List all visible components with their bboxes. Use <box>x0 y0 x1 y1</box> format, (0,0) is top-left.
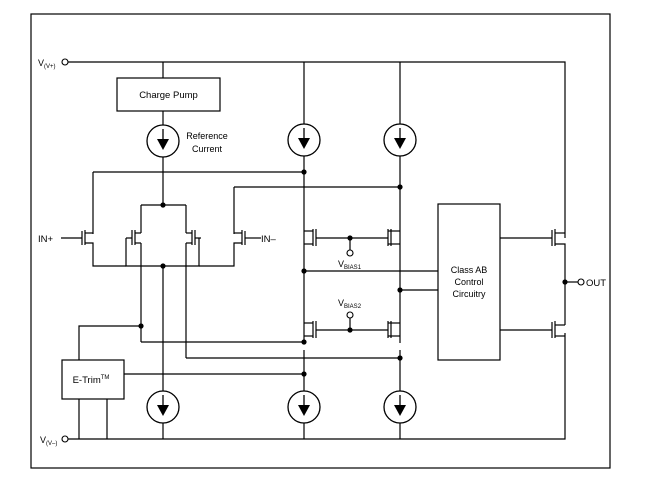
diagram-border <box>30 13 611 469</box>
current-source-top-left-icon <box>287 123 321 157</box>
vplus-label: V(V+) <box>38 58 56 70</box>
upper-cascode <box>304 229 400 257</box>
input-pair <box>125 202 201 391</box>
lower-cascode <box>304 311 400 338</box>
vminus-rail <box>61 333 566 443</box>
vminus-label: V(V–) <box>40 435 57 447</box>
current-source-bottom-2-icon <box>287 390 321 424</box>
etrim-box <box>61 359 125 400</box>
output-label: OUT <box>586 278 606 289</box>
input-minus-transistor <box>199 230 261 267</box>
class-ab-label-1: Class AB <box>451 265 488 275</box>
reference-current-source-icon <box>146 124 180 158</box>
class-ab-control-box <box>437 203 501 361</box>
charge-pump-box <box>116 77 221 112</box>
current-source-top-right-icon <box>383 123 417 157</box>
current-source-bottom-3-icon <box>383 390 417 424</box>
charge-pump-label: Charge Pump <box>139 90 198 101</box>
input-plus-transistor <box>61 230 126 267</box>
output-stage <box>500 229 585 338</box>
reference-current-label-1: Reference <box>186 131 228 141</box>
reference-current-label-2: Current <box>192 144 223 154</box>
input-plus-label: IN+ <box>38 234 54 245</box>
etrim-label: E-TrimTM <box>73 375 110 386</box>
class-ab-label-3: Circuitry <box>453 289 486 299</box>
vbias2-label: VBIAS2 <box>338 298 362 310</box>
vbias1-label: VBIAS1 <box>338 259 362 271</box>
input-minus-label: IN– <box>261 234 277 245</box>
class-ab-label-2: Control <box>454 277 483 287</box>
current-source-bottom-1-icon <box>146 390 180 424</box>
vplus-rail <box>61 58 566 238</box>
